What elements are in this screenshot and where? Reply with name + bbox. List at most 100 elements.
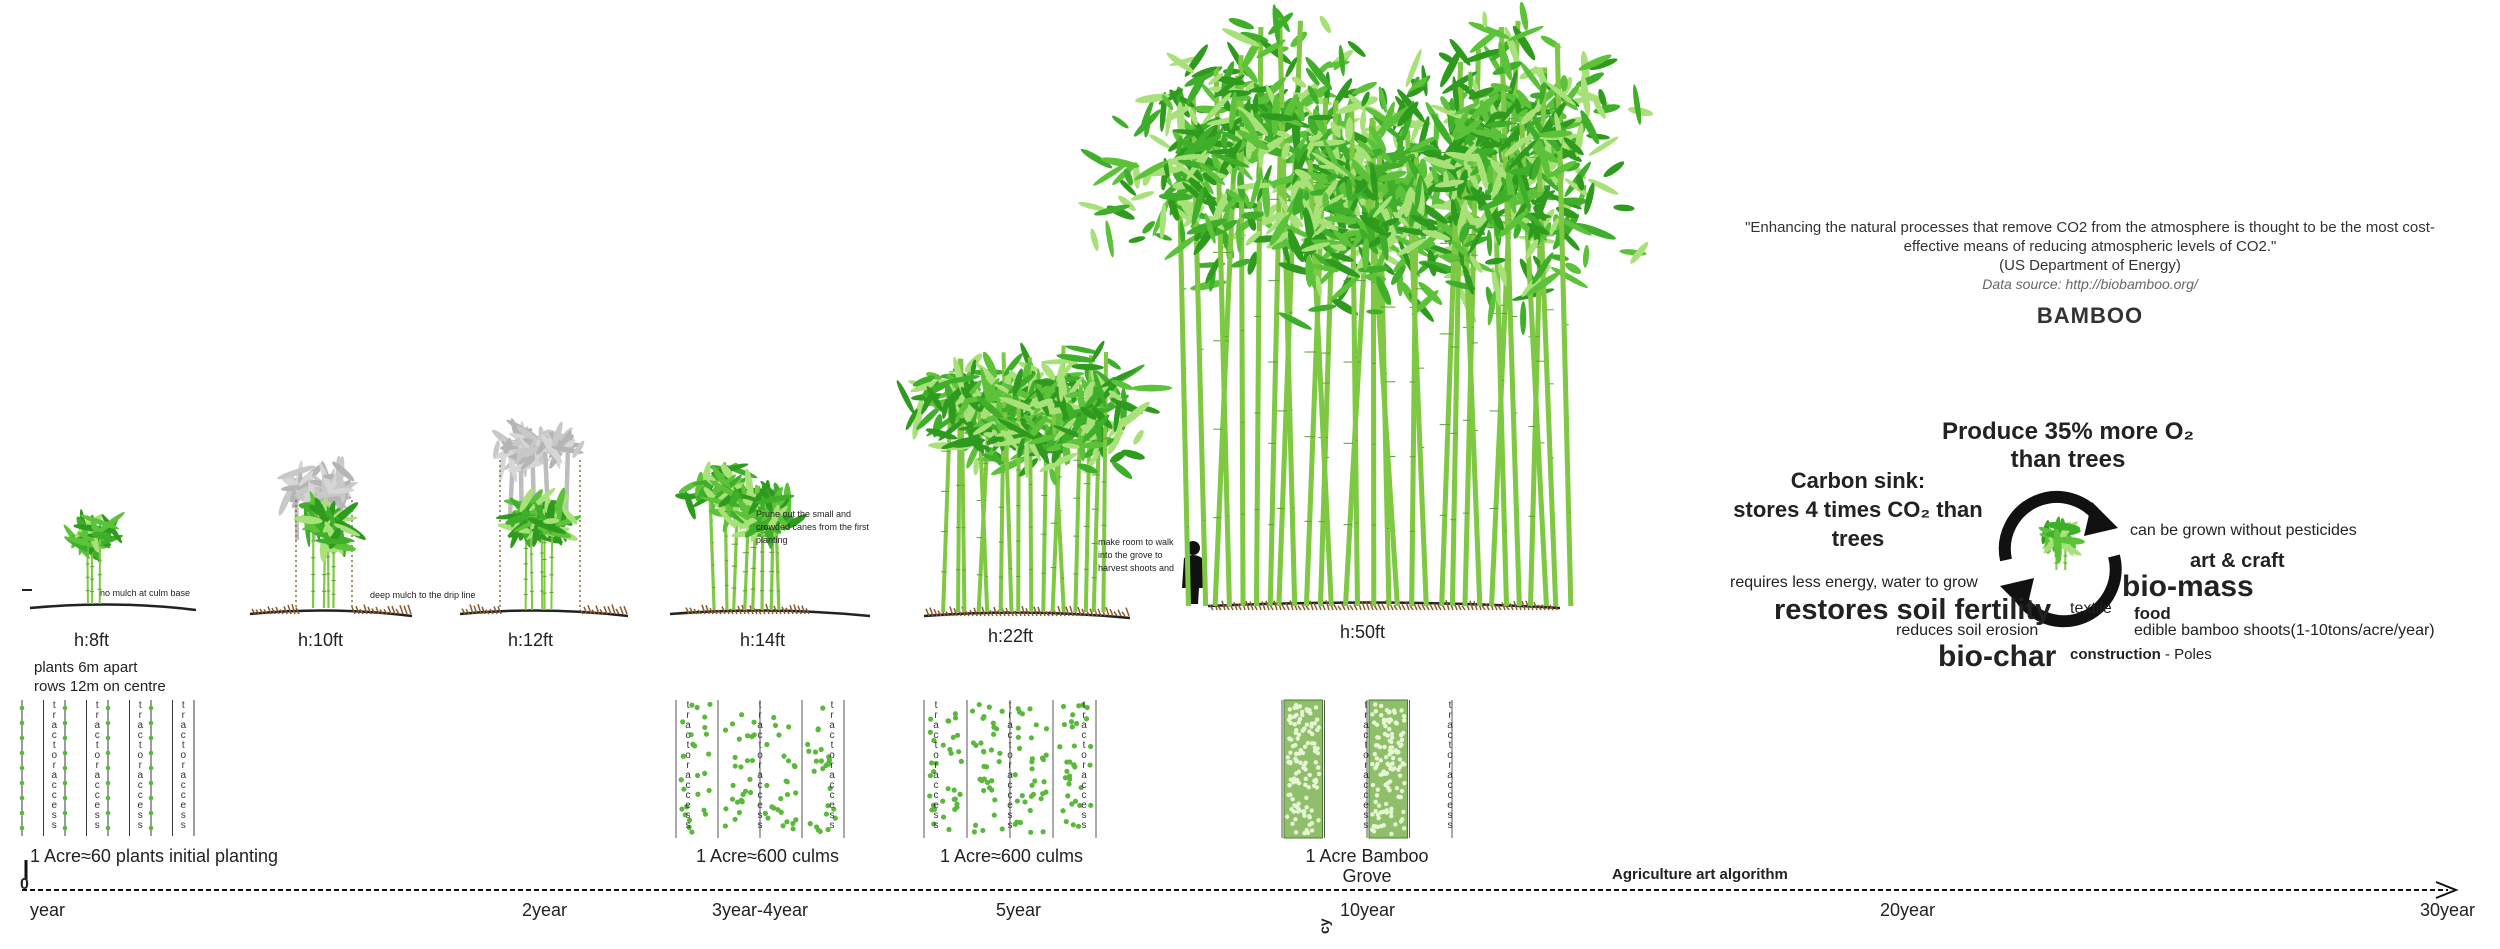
bamboo-leaf [1431,167,1439,184]
bamboo-leaf [328,488,355,494]
mulch-stroke [709,607,714,615]
bamboo-leaf [1231,258,1251,268]
bamboo-leaf [1520,108,1537,125]
year-label-10: 10year [1340,900,1396,920]
bamboo-leaf [1220,131,1242,143]
plant-dot [1078,784,1084,791]
mulch-stroke [981,606,986,617]
plant-dot [954,732,961,738]
bamboo-leaf [1520,301,1527,335]
plant-dot [807,821,813,827]
tractor-access-letter: o [137,750,143,761]
plant-dot [1313,779,1319,785]
bamboo-leaf [1133,429,1144,445]
plant-dot [989,787,995,793]
plant-dot [981,787,987,794]
mulch-stroke [773,605,778,615]
plant-dot [722,823,728,829]
tractor-access-letter: o [829,750,835,761]
benefit-food: food [2134,604,2171,623]
bamboo-leaf [1486,164,1494,185]
plant-dot [1393,822,1398,827]
mulch-stroke [721,606,726,615]
tractor-access-letter: a [933,720,939,731]
bamboo-leaf [1094,377,1121,409]
ground-stage-2 [249,609,413,618]
plant-dot [1039,755,1046,761]
plant-dot [940,742,946,748]
bamboo-leaf [1517,173,1531,213]
plant-dot [793,817,799,823]
bamboo-leaf [1161,94,1174,111]
cut-off-text: cy [1316,918,1332,934]
plant-dot [105,810,111,816]
tractor-access-letter: r [1448,760,1452,771]
bamboo-leaf [1214,90,1252,97]
benefit-biochar: bio-char [1938,640,2057,673]
bamboo-leaf [1351,158,1373,186]
bamboo-leaf [1202,172,1217,186]
benefit-energy: requires less energy, water to grow [1730,574,1978,591]
plant-dot [991,724,997,730]
mulch-stroke [461,608,466,615]
plant-dot [1384,708,1390,713]
plant-dot [105,750,111,756]
bamboo-leaf [1237,106,1269,136]
year-label-1: year [30,900,66,920]
bamboo-leaf [1332,229,1353,248]
bamboo-leaf [1028,434,1058,445]
plant-dot [19,750,25,756]
bamboo-leaf [1588,178,1619,195]
mulch-stroke [933,608,938,617]
plant-dot [736,809,743,816]
benefit-oxygen-line-1: Produce 35% more O₂ [1941,418,2195,445]
mulch-stroke [1305,605,1310,611]
bamboo-leaf [999,417,1020,427]
plant-dot [690,741,696,747]
bamboo-leaf [1110,451,1126,463]
bamboo-leaf [953,356,965,395]
plant-dot [945,786,951,792]
bamboo-leaf [519,487,534,513]
mulch-stroke [793,604,798,615]
tractor-access-letter: t [1449,700,1452,711]
bamboo-culm [1498,26,1522,607]
plant-dot [1390,767,1395,772]
mulch-stroke [801,605,806,615]
plant-dot [818,758,824,764]
bamboo-leaf [722,498,736,533]
tractor-access-letter: a [1363,770,1369,781]
plant-dot [980,715,986,721]
plant-dot [680,719,686,725]
bamboo-leaf [550,421,563,453]
tractor-access-letter: o [685,750,691,761]
tractor-access-letter: s [181,810,186,821]
bamboo-leaf [1078,201,1107,211]
mulch-stroke [1245,600,1250,611]
plant-dot [1373,799,1378,805]
tractor-access-letter: a [685,770,691,781]
bamboo-leaf [2044,522,2081,531]
bamboo-leaf [1504,136,1528,157]
plant-dot [1087,762,1093,768]
plant-dot [19,780,25,786]
bamboo-leaf [1422,262,1448,274]
bamboo-leaf [1266,211,1290,235]
tractor-access-letter: s [95,820,100,831]
plant-dot [1382,744,1387,750]
tractor-access-letter: t [831,740,834,751]
tractor-access-letter: e [933,800,939,811]
mulch-stroke [1097,608,1102,617]
bamboo-leaf [783,482,792,525]
bamboo-leaf [1285,57,1298,78]
bamboo-leaf [1330,275,1361,301]
plant-dot [1303,767,1308,772]
plant-dot [732,754,738,760]
plant-dot [1029,759,1035,765]
bamboo-leaf [952,438,986,448]
plant-dot [1398,795,1403,800]
plant-dot [1294,779,1299,784]
plant-dot [62,765,68,771]
